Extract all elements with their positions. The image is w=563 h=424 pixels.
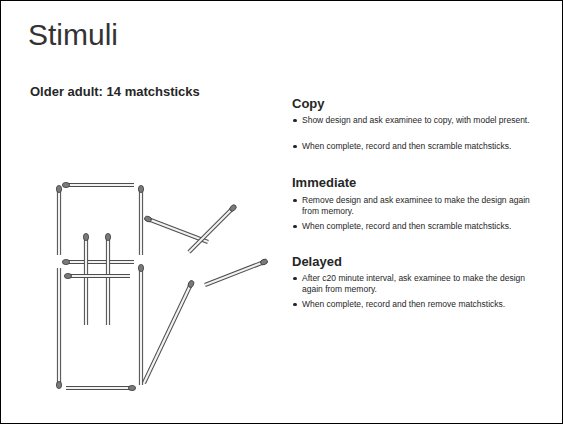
- matchstick: [205, 258, 268, 285]
- section-heading: Copy: [292, 96, 325, 111]
- matchstick: [144, 215, 208, 242]
- matchstick: [144, 280, 195, 383]
- matchstick: [138, 185, 143, 255]
- subtitle: Older adult: 14 matchsticks: [30, 84, 200, 99]
- bullet-item: Remove design and ask examinee to make t…: [292, 195, 538, 216]
- matchstick: [105, 233, 110, 325]
- matchstick: [62, 259, 134, 264]
- matchstick-design: [56, 182, 268, 390]
- slide-title: Stimuli: [28, 18, 118, 52]
- bullet-item: When complete, record and then scramble …: [292, 221, 538, 232]
- matchstick: [138, 264, 143, 385]
- matchstick: [66, 385, 136, 390]
- matchstick: [189, 204, 237, 252]
- section-heading: Immediate: [292, 175, 356, 190]
- bullet-item: When complete, record and then scramble …: [292, 141, 538, 152]
- matchstick: [83, 233, 88, 325]
- section-heading: Delayed: [292, 254, 342, 269]
- matchstick: [62, 182, 134, 187]
- matchstick: [56, 268, 61, 389]
- bullet-item: After c20 minute interval, ask examinee …: [292, 273, 538, 294]
- matchstick: [56, 185, 61, 255]
- bullet-item: When complete, record and then remove ma…: [292, 299, 538, 310]
- matchstick: [64, 273, 130, 278]
- bullet-item: Show design and ask examinee to copy, wi…: [292, 115, 538, 126]
